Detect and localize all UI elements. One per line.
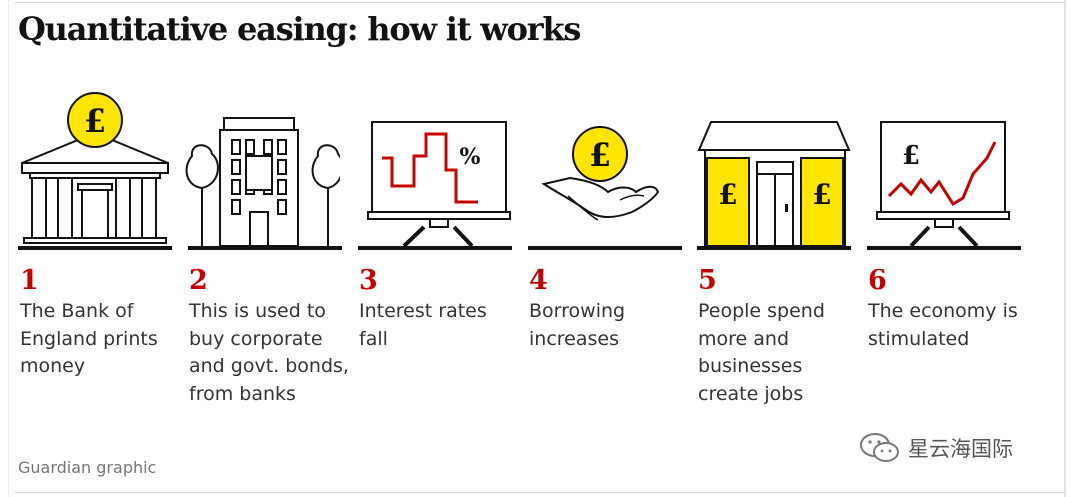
step-number-3: 3: [359, 265, 378, 296]
ground-line-1: [18, 246, 172, 250]
left-border: [8, 0, 9, 497]
step-number-6: 6: [868, 265, 887, 296]
ground-line-5: [697, 246, 851, 250]
top-rule: [14, 2, 1066, 3]
step-text-1: The Bank of England prints money: [20, 300, 158, 377]
pound-symbol: £: [589, 136, 611, 174]
hand-with-coin-icon: £: [541, 126, 660, 221]
ground-line-4: [528, 246, 682, 250]
step-number-5: 5: [698, 265, 717, 296]
step-text-5: People spend more and businesses create …: [698, 300, 825, 405]
pound-symbol: £: [902, 141, 920, 171]
credit-line: Guardian graphic: [18, 458, 157, 477]
ground-line-3: [358, 246, 512, 250]
step-number-4: 4: [529, 265, 548, 296]
percent-symbol: %: [460, 144, 481, 170]
step-number-2: 2: [189, 265, 208, 296]
interest-chart-board-icon: %: [367, 121, 511, 248]
right-border: [1064, 0, 1066, 497]
shop-icon: £ £: [697, 121, 851, 247]
step-text-3: Interest rates fall: [359, 300, 487, 350]
pound-symbol: £: [84, 102, 106, 140]
pound-symbol: £: [812, 178, 831, 211]
bank-icon: £: [21, 92, 169, 244]
step-text-6: The economy is stimulated: [868, 300, 1018, 350]
ground-line-2: [188, 246, 342, 250]
page-title: Quantitative easing: how it works: [18, 10, 581, 48]
watermark-text: 星云海国际: [908, 437, 1013, 461]
rising-chart-board-icon: £: [876, 121, 1010, 248]
step-number-1: 1: [20, 265, 39, 296]
step-text-4: Borrowing increases: [529, 300, 626, 350]
wechat-icon: [860, 433, 899, 462]
bottom-rule: [14, 492, 1066, 493]
step-text-2: This is used to buy corporate and govt. …: [189, 300, 349, 405]
pound-symbol: £: [718, 178, 737, 211]
watermark: 星云海国际: [858, 430, 1013, 466]
ground-line-6: [867, 246, 1021, 250]
office-building-icon: [185, 117, 340, 247]
